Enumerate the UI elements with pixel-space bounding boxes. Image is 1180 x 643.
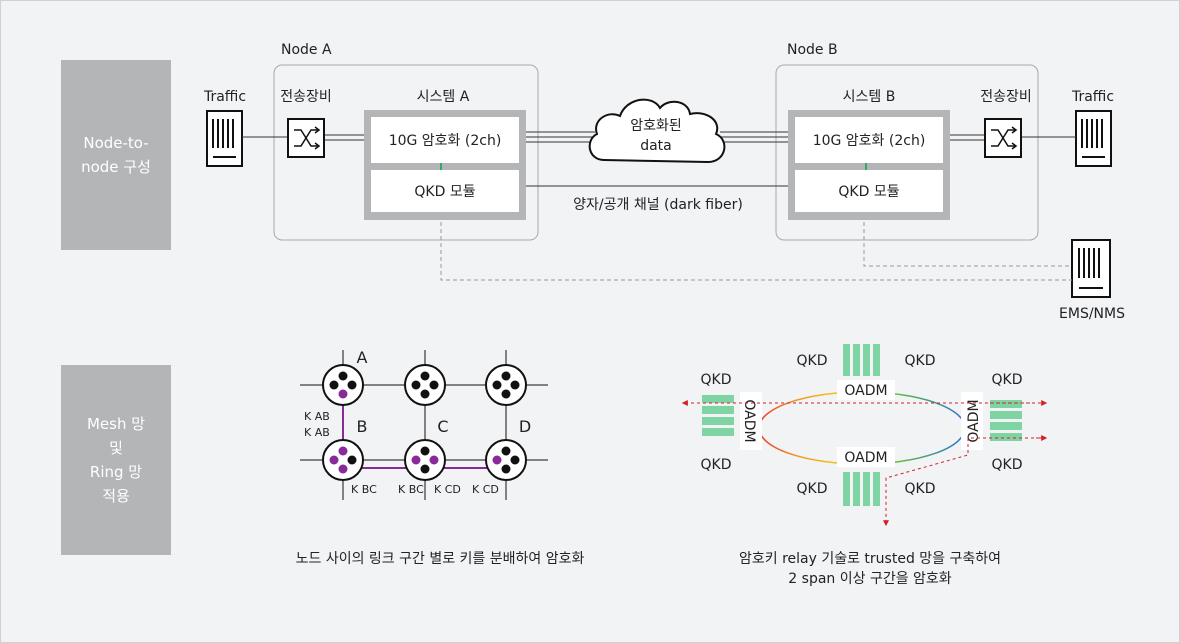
key-bc-label-1: K BC — [351, 483, 377, 496]
transport-switch-left-icon — [287, 118, 325, 158]
cloud-label-line1: 암호화된 — [630, 118, 682, 134]
section-label-node-to-node: Node-to- node 구성 — [61, 60, 171, 250]
encrypted-data-cloud-icon — [588, 98, 726, 164]
channel-label: 양자/공개 채널 (dark fiber) — [573, 197, 743, 213]
oadm-right-label: OADM — [966, 399, 982, 442]
mesh-node-4 — [404, 439, 446, 481]
oadm-left-label: OADM — [741, 399, 757, 442]
mesh-node-0 — [322, 364, 364, 406]
mesh-node-port — [411, 455, 421, 465]
mesh-node-port — [492, 455, 502, 465]
key-ab-label-2: K AB — [304, 426, 330, 439]
mesh-node-port — [338, 389, 348, 399]
mesh-node-port — [501, 389, 511, 399]
mesh-node-port — [420, 389, 430, 399]
system-b-encryption: 10G 암호화 (2ch) — [813, 133, 926, 149]
oadm-top-label: OADM — [844, 383, 887, 399]
ring-network-diagram: OADM OADM OADM OADM QKD QKD QKD QKD — [681, 344, 1048, 527]
node-to-node-diagram: Node A Node B Traffic Traffic — [203, 42, 1125, 322]
key-ab-label-1: K AB — [304, 410, 330, 423]
mesh-caption: 노드 사이의 링크 구간 별로 키를 분배하여 암호화 — [295, 551, 585, 567]
system-a-encryption: 10G 암호화 (2ch) — [389, 133, 502, 149]
qkd-label-right-top: QKD — [992, 372, 1023, 388]
traffic-right-label: Traffic — [1071, 89, 1114, 105]
ems-nms-label: EMS/NMS — [1059, 306, 1125, 322]
mesh-node-c-label: C — [437, 417, 448, 436]
mesh-node-3 — [322, 439, 364, 481]
mesh-node-port — [338, 446, 348, 456]
mesh-node-port — [329, 380, 339, 390]
qkd-label-bottom-right: QKD — [905, 481, 936, 497]
key-cd-label-1: K CD — [434, 483, 461, 496]
system-b-label: 시스템 B — [843, 89, 896, 105]
mesh-node-5 — [485, 439, 527, 481]
mesh-node-port — [338, 371, 348, 381]
oadm-bottom-label: OADM — [844, 450, 887, 466]
qkd-label-left-top: QKD — [701, 372, 732, 388]
traffic-links — [242, 131, 1076, 187]
system-a-label: 시스템 A — [417, 89, 470, 105]
mesh-node-d-label: D — [519, 417, 531, 436]
system-b-box — [788, 110, 950, 220]
mesh-node-b-label: B — [357, 417, 368, 436]
ems-server-icon — [1071, 239, 1111, 298]
node-a-box — [273, 64, 539, 241]
oadm-right-module — [961, 392, 1022, 450]
mesh-node-port — [347, 380, 357, 390]
mesh-node-port — [429, 380, 439, 390]
traffic-right-server-icon — [1075, 110, 1112, 167]
mesh-node-port — [420, 446, 430, 456]
ring-caption-line2: 2 span 이상 구간을 암호화 — [788, 571, 952, 587]
mesh-node-port — [501, 446, 511, 456]
qkd-label-bottom-left: QKD — [797, 481, 828, 497]
management-links — [440, 215, 1072, 281]
mesh-node-port — [501, 371, 511, 381]
mesh-node-port — [411, 380, 421, 390]
traffic-left-label: Traffic — [203, 89, 246, 105]
qkd-label-right-bottom: QKD — [992, 457, 1023, 473]
mesh-node-port — [510, 380, 520, 390]
qkd-label-top-right: QKD — [905, 353, 936, 369]
traffic-left-server-icon — [206, 110, 243, 167]
oadm-bottom-module — [837, 447, 895, 506]
mesh-nodes — [322, 364, 527, 481]
mesh-network-diagram: A B C D K AB K AB K BC K BC K CD K CD — [300, 348, 548, 500]
system-a-box — [364, 110, 526, 220]
mesh-node-port — [347, 455, 357, 465]
key-relay-path-arrows — [681, 400, 1048, 527]
oadm-top-module — [837, 344, 895, 400]
oadm-left-module — [702, 392, 762, 450]
system-a-qkd-module: QKD 모듈 — [414, 184, 475, 200]
mesh-node-port — [420, 371, 430, 381]
mesh-node-port — [329, 455, 339, 465]
mesh-node-port — [492, 380, 502, 390]
mesh-node-port — [338, 464, 348, 474]
mesh-node-port — [420, 464, 430, 474]
key-cd-label-2: K CD — [472, 483, 499, 496]
system-b-qkd-module: QKD 모듈 — [838, 184, 899, 200]
mesh-node-a-label: A — [357, 348, 368, 367]
key-bc-label-2: K BC — [398, 483, 424, 496]
node-a-label: Node A — [281, 42, 332, 58]
transport-left-label: 전송장비 — [280, 89, 332, 105]
ring-caption-line1: 암호키 relay 기술로 trusted 망을 구축하여 — [738, 551, 1002, 567]
transport-switch-right-icon — [984, 118, 1022, 158]
transport-right-label: 전송장비 — [980, 89, 1032, 105]
mesh-node-2 — [485, 364, 527, 406]
node-b-label: Node B — [787, 42, 838, 58]
node-b-box — [775, 64, 1039, 241]
qkd-label-left-bottom: QKD — [701, 457, 732, 473]
section-label-mesh-ring: Mesh 망 및 Ring 망 적용 — [61, 365, 171, 555]
mesh-node-port — [429, 455, 439, 465]
mesh-node-1 — [404, 364, 446, 406]
mesh-node-port — [501, 464, 511, 474]
cloud-label-line2: data — [640, 138, 672, 154]
mesh-node-port — [510, 455, 520, 465]
qkd-label-top-left: QKD — [797, 353, 828, 369]
